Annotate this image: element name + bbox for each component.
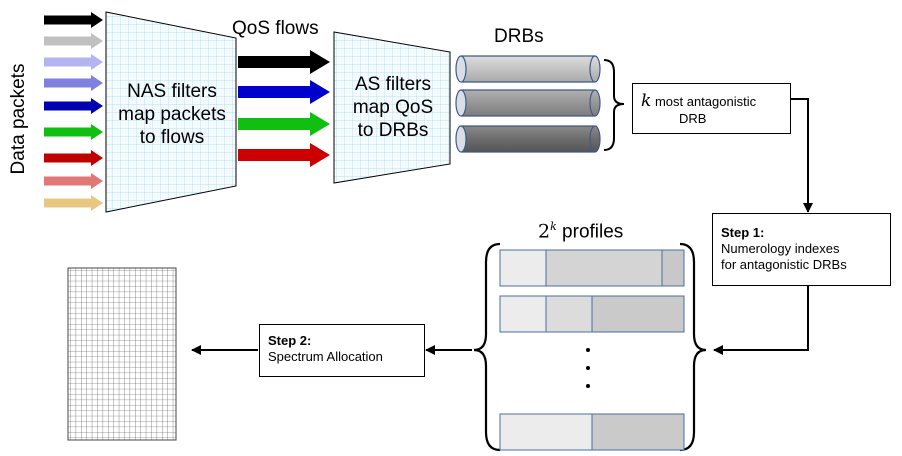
packet-arrow <box>44 195 103 211</box>
as-filter-label: AS filters map QoS to DRBs <box>352 74 434 141</box>
antagonistic-line2: DRB <box>679 111 707 126</box>
drb-cylinder <box>455 55 601 83</box>
qos-arrow <box>238 50 330 74</box>
drb-brace <box>603 59 625 151</box>
qos-arrow <box>238 112 330 136</box>
profile-bar-last <box>499 413 685 451</box>
arrow-to-step1 <box>790 98 813 213</box>
nas-filter-label: NAS filters map packets to flows <box>118 81 226 148</box>
profile-bar-2 <box>499 295 685 333</box>
qos-flow-arrows <box>238 50 330 167</box>
packet-arrow <box>44 12 103 28</box>
profiles-label: profiles <box>562 221 624 243</box>
drb-cylinders <box>455 55 601 153</box>
nas-filter-shape <box>105 11 237 213</box>
k-symbol: k <box>641 91 652 111</box>
packet-arrow <box>44 173 103 189</box>
packet-arrow <box>44 124 103 140</box>
step1-box: Step 1: Numerology indexes for antagonis… <box>712 213 891 286</box>
packet-arrow <box>44 75 103 91</box>
qos-arrow <box>238 143 330 167</box>
drb-cylinder <box>455 89 601 117</box>
packet-arrow <box>44 54 103 70</box>
antagonistic-drb-box: k most antagonistic DRB <box>632 83 791 134</box>
qos-flows-label: QoS flows <box>232 18 319 39</box>
step1-line2: for antagonistic DRBs <box>721 257 847 272</box>
profile-ellipsis <box>586 348 590 388</box>
drbs-label: DRBs <box>494 26 544 47</box>
step1-line1: Numerology indexes <box>721 241 840 256</box>
qos-arrow <box>238 80 330 104</box>
packet-arrow <box>44 98 103 114</box>
packet-arrow <box>44 150 103 166</box>
profile-bar-1 <box>499 249 685 287</box>
arrow-to-profiles <box>713 285 809 355</box>
profiles-title: 2k profiles <box>538 220 623 243</box>
packet-arrow <box>44 33 103 49</box>
step2-body: Spectrum Allocation <box>268 349 383 364</box>
profiles-left-brace <box>473 242 501 452</box>
profiles-base: 2 <box>538 220 551 243</box>
step2-title: Step 2: <box>268 333 312 348</box>
step2-box: Step 2: Spectrum Allocation <box>259 324 425 377</box>
data-packets-label: Data packets <box>8 63 29 175</box>
drb-cylinder <box>455 125 601 153</box>
as-filter-shape <box>333 31 451 184</box>
step1-title: Step 1: <box>721 225 765 240</box>
profiles-right-brace <box>679 242 707 452</box>
antagonistic-line1: most antagonistic <box>654 94 757 109</box>
profiles-exp: k <box>550 220 557 233</box>
spectrum-grid <box>67 267 177 441</box>
data-packet-arrows <box>44 12 103 211</box>
